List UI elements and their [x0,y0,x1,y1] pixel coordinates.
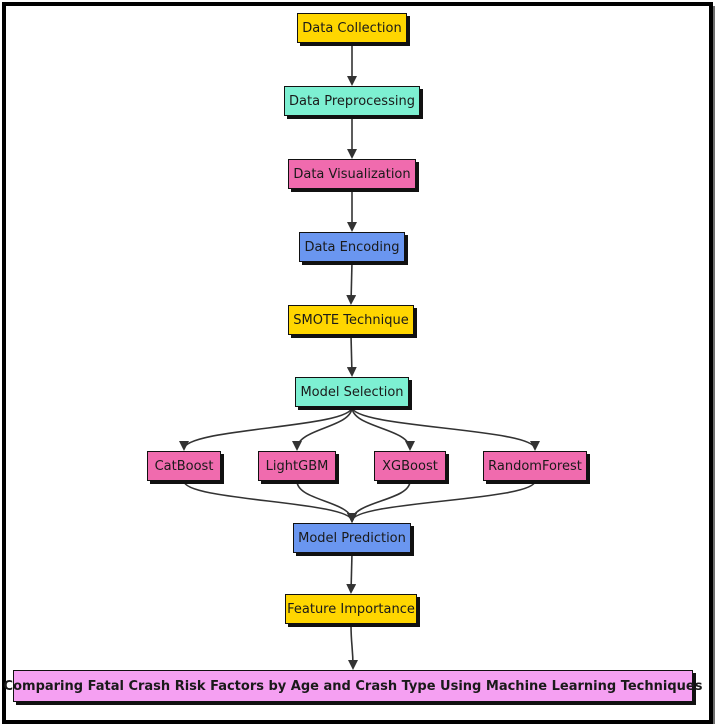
edge-model_selection-to-randomforest [351,406,540,451]
edge-model_selection-to-catboost [179,406,353,451]
node-model-prediction: Model Prediction [293,523,411,553]
node-smote-technique: SMOTE Technique [288,305,414,335]
edge-xgboost-to-model_prediction [347,480,411,523]
edge-randomforest-to-model_prediction [347,480,536,523]
node-randomforest: RandomForest [483,451,587,481]
edge-catboost-to-model_prediction [183,480,357,523]
node-lightgbm: LightGBM [258,451,336,481]
node-data-collection: Data Collection [297,13,407,43]
edge-smote_technique-to-model_selection [346,334,357,377]
edge-model_selection-to-xgboost [351,406,415,451]
node-data-encoding: Data Encoding [299,232,405,262]
node-xgboost: XGBoost [374,451,446,481]
node-model-selection: Model Selection [295,377,409,407]
edge-model_prediction-to-feature_importance [346,552,357,594]
node-data-preprocessing: Data Preprocessing [284,86,420,116]
edge-model_selection-to-lightgbm [292,406,353,451]
node-final-title: Comparing Fatal Crash Risk Factors by Ag… [4,670,702,702]
edge-lightgbm-to-model_prediction [296,480,357,523]
node-feature-importance: Feature Importance [285,594,417,624]
node-data-visualization: Data Visualization [288,159,416,189]
node-catboost: CatBoost [147,451,221,481]
edge-data_encoding-to-smote_technique [346,261,357,305]
edge-feature_importance-to-final_title [347,623,358,670]
